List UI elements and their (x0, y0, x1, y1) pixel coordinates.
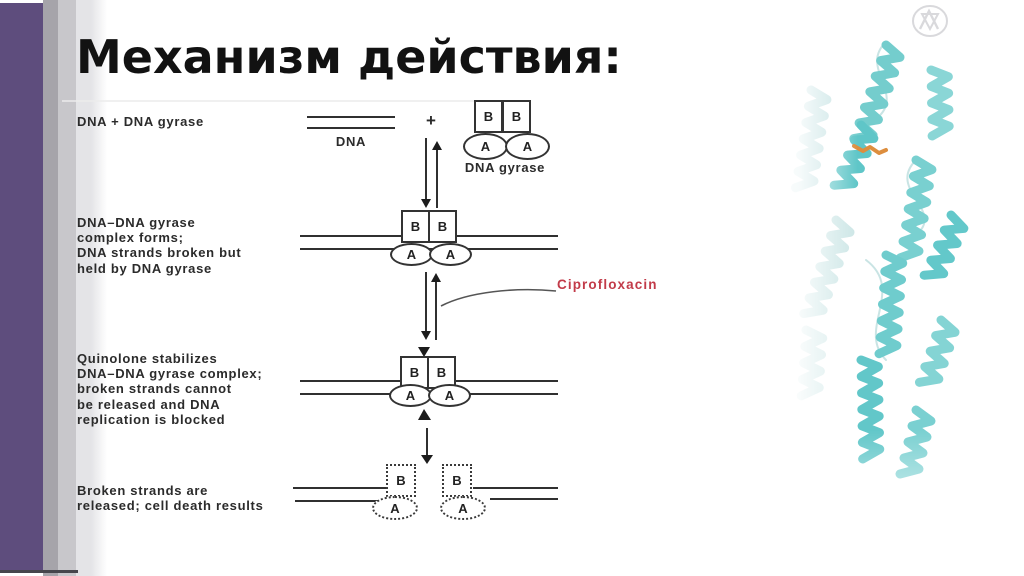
gyrase-subunit-a-ellipse: A (463, 133, 508, 160)
plus-sign: + (426, 111, 436, 130)
released-subunit-a-ellipse: A (372, 496, 418, 520)
step-3-line: DNA–DNA gyrase complex; (77, 366, 263, 382)
step-4-label: Broken strands are released; cell death … (77, 483, 264, 513)
accent-bar-bottom-line (0, 570, 78, 573)
step-4-line: Broken strands are (77, 483, 209, 498)
step-3-label: Quinolone stabilizes DNA–DNA gyrase comp… (77, 351, 262, 427)
step-2-line: complex forms; (77, 230, 184, 246)
gyrase-subunit-a-ellipse: A (390, 243, 433, 266)
dna-gyrase-caption: DNA gyrase (464, 160, 546, 175)
gyrase-subunit-b-box: B (401, 210, 430, 243)
ciprofloxacin-label: Ciprofloxacin (557, 277, 658, 292)
protein-ribbon-image (766, 30, 1024, 530)
step-1-label: DNA + DNA gyrase (77, 114, 204, 129)
step-3-line: Quinolone stabilizes (77, 351, 218, 366)
gyrase-subunit-a-ellipse: A (429, 243, 472, 266)
step-2-line: held by DNA gyrase (77, 260, 212, 276)
gyrase-subunit-b-box: B (474, 100, 503, 133)
step-3-line: replication is blocked (77, 411, 226, 427)
gyrase-subunit-a-ellipse: A (389, 384, 432, 407)
accent-bar (0, 3, 43, 570)
step-2-line: DNA–DNA gyrase (77, 215, 196, 230)
gyrase-subunit-b-box: B (502, 100, 531, 133)
step-3-line: be released and DNA (77, 396, 221, 412)
step-2-label: DNA–DNA gyrase complex forms; DNA strand… (77, 215, 241, 276)
step-3-line: broken strands cannot (77, 381, 232, 397)
gyrase-subunit-a-ellipse: A (505, 133, 550, 160)
step-1-line: DNA + DNA gyrase (77, 114, 204, 129)
accent-gradient-band (43, 0, 107, 576)
dna-duplex-label: DNA (335, 134, 367, 149)
step-2-line: DNA strands broken but (77, 245, 242, 261)
monogram-logo-icon (912, 5, 948, 37)
released-subunit-a-ellipse: A (440, 496, 486, 520)
gyrase-subunit-b-box: B (428, 210, 457, 243)
gyrase-subunit-a-ellipse: A (428, 384, 471, 407)
released-subunit-b-box: B (386, 464, 416, 497)
slide-title: Механизм действия: (76, 30, 622, 84)
released-subunit-b-box: B (442, 464, 472, 497)
step-4-line: released; cell death results (77, 498, 264, 514)
